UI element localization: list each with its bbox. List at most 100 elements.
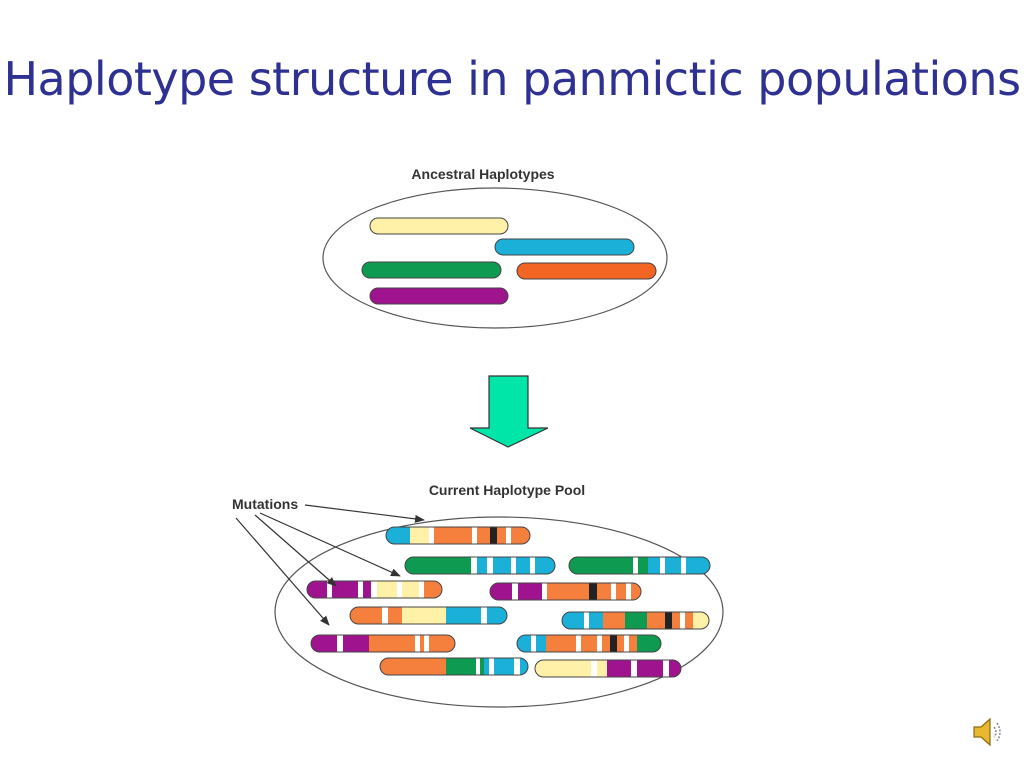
haplotype-segment	[631, 583, 641, 600]
haplotype-segment	[434, 527, 473, 544]
haplotype-segment	[363, 581, 372, 598]
mutation-marker	[631, 660, 638, 677]
mutation-marker	[611, 583, 617, 600]
ancestral-pool-ellipse	[322, 187, 668, 329]
haplotype-segment	[518, 583, 543, 600]
haplotype-segment	[581, 635, 598, 652]
mutation-marker	[610, 635, 618, 652]
haplotype-segment	[602, 635, 611, 652]
ancestral-haplotype-bar	[516, 262, 657, 280]
haplotype-segment	[377, 581, 398, 598]
mutation-marker	[371, 581, 378, 598]
mutation-marker	[660, 557, 666, 574]
haplotype-segment	[446, 658, 477, 675]
haplotype-segment	[487, 607, 507, 624]
haplotype-outline	[404, 556, 556, 575]
mutation-marker	[511, 557, 517, 574]
haplotype-segment	[535, 557, 555, 574]
mutation-marker	[514, 658, 521, 675]
mutation-marker	[512, 583, 519, 600]
current-haplotype-bar	[307, 581, 442, 598]
haplotype-outline	[310, 634, 456, 653]
haplotype-segment	[629, 635, 638, 652]
haplotype-segment	[402, 581, 420, 598]
haplotype-segment	[429, 635, 455, 652]
haplotype-segment	[402, 607, 447, 624]
mutation-arrow	[235, 517, 330, 626]
haplotype-segment	[607, 660, 632, 677]
mutation-marker	[597, 635, 603, 652]
haplotype-outline	[489, 582, 642, 601]
mutation-marker	[487, 557, 494, 574]
haplotype-segment	[490, 583, 513, 600]
haplotype-segment	[546, 635, 577, 652]
haplotype-segment	[420, 635, 425, 652]
mutation-marker	[584, 612, 590, 629]
haplotype-segment	[648, 557, 661, 574]
mutation-marker	[415, 635, 421, 652]
mutation-marker	[358, 581, 364, 598]
speaker-icon[interactable]	[968, 712, 1008, 752]
mutation-marker	[476, 658, 481, 675]
current-haplotype-pool-label: Current Haplotype Pool	[429, 482, 585, 498]
haplotype-outline	[385, 526, 531, 545]
haplotype-segment	[517, 635, 532, 652]
mutation-marker	[665, 612, 673, 629]
ancestral-haplotypes-label: Ancestral Haplotypes	[411, 166, 554, 182]
ancestral-haplotype-bar	[369, 287, 509, 305]
mutation-marker	[624, 635, 630, 652]
haplotype-segment	[547, 583, 590, 600]
mutation-marker	[530, 557, 536, 574]
mutations-label: Mutations	[232, 496, 298, 512]
mutation-marker	[382, 607, 389, 624]
mutation-marker	[663, 660, 670, 677]
haplotype-segment	[388, 607, 403, 624]
haplotype-segment	[493, 557, 512, 574]
haplotype-segment	[516, 557, 531, 574]
haplotype-segment	[332, 581, 359, 598]
haplotype-segment	[597, 660, 608, 677]
mutation-marker	[531, 635, 537, 652]
haplotype-outline	[379, 657, 529, 676]
haplotype-segment	[638, 557, 649, 574]
haplotype-segment	[693, 612, 709, 629]
down-arrow	[469, 375, 549, 448]
current-haplotype-bar	[386, 527, 530, 544]
mutation-marker	[327, 581, 333, 598]
mutation-marker	[589, 583, 598, 600]
haplotype-segment	[380, 658, 447, 675]
mutation-marker	[576, 635, 582, 652]
haplotype-segment	[446, 607, 482, 624]
haplotype-segment	[625, 612, 648, 629]
mutation-marker	[680, 612, 686, 629]
mutation-marker	[633, 557, 639, 574]
mutation-marker	[591, 660, 598, 677]
haplotype-segment	[647, 612, 666, 629]
ancestral-haplotype-group	[361, 217, 657, 305]
haplotype-segment	[669, 660, 681, 677]
haplotype-segment	[637, 635, 661, 652]
haplotype-segment	[589, 612, 604, 629]
haplotype-outline	[306, 580, 443, 599]
haplotype-segment	[637, 660, 664, 677]
mutation-marker	[542, 583, 548, 600]
mutation-marker	[429, 527, 435, 544]
mutation-marker	[397, 581, 403, 598]
haplotype-segment	[617, 635, 625, 652]
haplotype-segment	[343, 635, 370, 652]
ancestral-haplotype-bar	[369, 217, 509, 235]
haplotype-outline	[561, 611, 710, 630]
current-haplotype-group	[306, 526, 711, 678]
haplotype-segment	[386, 527, 411, 544]
mutation-arrow	[259, 512, 401, 577]
haplotype-segment	[520, 658, 528, 675]
mutation-arrow	[254, 514, 337, 587]
haplotype-segment	[494, 658, 515, 675]
mutation-marker	[489, 658, 495, 675]
mutation-marker	[424, 635, 430, 652]
haplotype-segment	[685, 612, 694, 629]
mutation-marker	[337, 635, 344, 652]
mutation-marker	[681, 557, 687, 574]
haplotype-segment	[616, 583, 627, 600]
haplotype-segment	[405, 557, 472, 574]
